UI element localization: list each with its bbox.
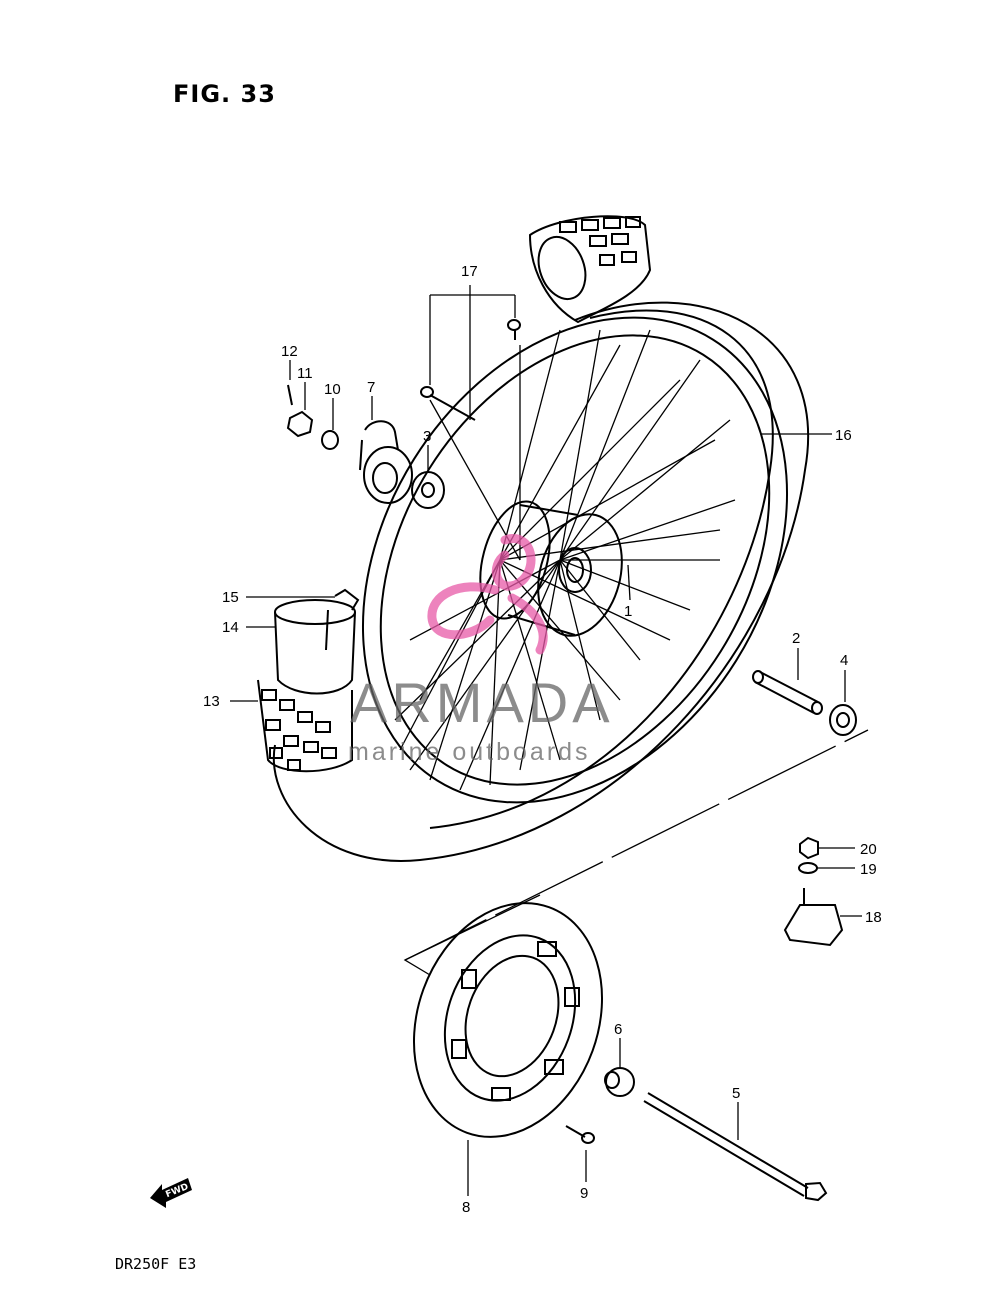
wheel-rim-outer	[361, 316, 789, 804]
tire-top-section	[528, 215, 652, 324]
callout-19: 19	[860, 861, 877, 878]
watermark: ARMADA marine outboards	[348, 534, 614, 766]
bearing	[411, 471, 445, 509]
wheel-rim-inner	[379, 334, 771, 786]
tire-outline	[272, 301, 810, 862]
callout-12: 12	[281, 343, 298, 360]
callout-2: 2	[792, 630, 800, 647]
callout-7: 7	[367, 379, 375, 396]
svg-text:FWD: FWD	[164, 1182, 190, 1200]
assembly-line-lower	[404, 894, 541, 961]
callout-10: 10	[324, 381, 341, 398]
callout-5: 5	[732, 1085, 740, 1102]
washer	[321, 430, 339, 450]
tire-inner-wall	[429, 309, 774, 829]
axle-spacer	[604, 1067, 635, 1097]
callout-6: 6	[614, 1021, 622, 1038]
cotter-pin	[287, 384, 293, 406]
spoke-set	[420, 319, 521, 421]
stopper-washer	[798, 862, 818, 874]
leader-lines	[230, 285, 862, 1196]
callout-11: 11	[297, 365, 313, 382]
callout-8: 8	[462, 1199, 470, 1216]
brake-disc	[412, 902, 604, 1138]
assembly-line-upper	[403, 729, 869, 976]
model-code: DR250F E3	[115, 1255, 197, 1273]
watermark-brand: ARMADA	[350, 671, 614, 734]
front-axle	[643, 1092, 828, 1202]
callout-4: 4	[840, 652, 848, 669]
callout-20: 20	[860, 841, 877, 858]
callout-13: 13	[203, 693, 220, 710]
watermark-tagline: marine outboards	[348, 738, 591, 766]
callout-15: 15	[222, 589, 239, 606]
axle-nut	[286, 410, 314, 438]
callout-18: 18	[865, 909, 882, 926]
stopper-nut	[799, 836, 819, 860]
speedometer-gearbox	[359, 420, 413, 504]
callout-1: 1	[624, 603, 632, 620]
fwd-arrow-icon: FWD	[150, 1178, 192, 1208]
rim-band	[274, 599, 356, 695]
callout-9: 9	[580, 1185, 588, 1202]
disc-bolt	[565, 1125, 595, 1144]
rim-strap	[334, 588, 360, 611]
bead-stopper	[783, 888, 844, 947]
callout-14: 14	[222, 619, 239, 636]
callout-17: 17	[461, 263, 478, 280]
wheel-hub	[479, 500, 623, 637]
callout-3: 3	[423, 428, 431, 445]
armada-logo-icon	[427, 534, 548, 655]
callout-16: 16	[835, 427, 852, 444]
figure-title: FIG. 33	[173, 80, 276, 108]
tire-bottom-section	[257, 679, 353, 773]
collar	[829, 704, 857, 736]
spacer	[752, 670, 823, 715]
